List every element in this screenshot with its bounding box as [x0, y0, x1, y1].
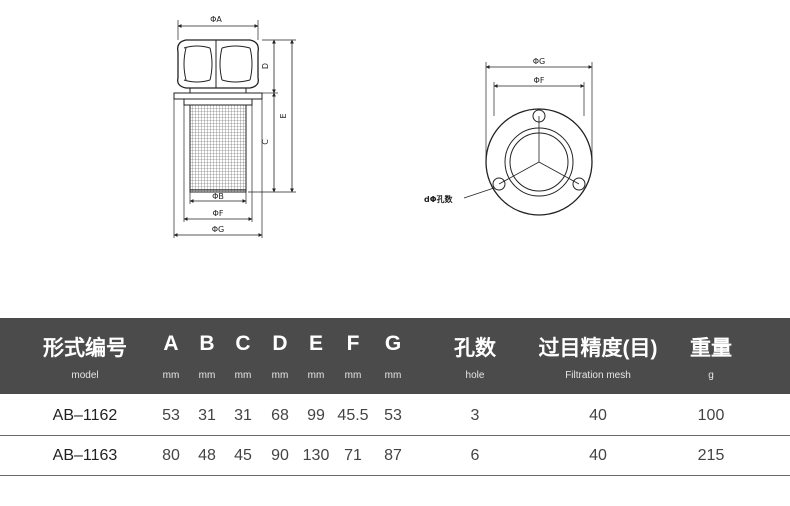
cell-a: 80 — [162, 447, 180, 464]
header-c: C — [235, 332, 251, 355]
header-weight: 重量 — [690, 337, 732, 360]
header-c-unit: mm — [234, 370, 252, 381]
header-e: E — [308, 332, 323, 355]
header-mesh-sub: Filtration mesh — [565, 370, 631, 381]
header-mesh: 过目精度(目) — [538, 337, 658, 360]
cell-hole: 3 — [470, 407, 480, 424]
label-phi-f-top: ΦF — [534, 76, 545, 85]
cell-model: AB–1163 — [52, 447, 118, 464]
header-b: B — [199, 332, 215, 355]
cell-b: 31 — [198, 407, 216, 424]
bolt-hole — [532, 109, 546, 123]
bolt-hole — [572, 177, 586, 191]
header-e-unit: mm — [307, 370, 325, 381]
table-header: 形式编号 model A mm B mm C mm D mm E mm F mm… — [0, 318, 790, 394]
flange — [173, 92, 263, 100]
mesh-body — [189, 104, 247, 193]
cell-weight: 215 — [697, 447, 725, 464]
header-d-unit: mm — [271, 370, 289, 381]
label-phi-g: ΦG — [212, 225, 225, 234]
cell-e: 130 — [302, 447, 330, 464]
label-e: E — [279, 113, 288, 118]
header-g-unit: mm — [384, 370, 402, 381]
cell-mesh: 40 — [589, 407, 607, 424]
cell-a: 53 — [162, 407, 180, 424]
label-phi-a: ΦA — [210, 15, 222, 24]
bolt-hole — [492, 177, 506, 191]
cell-hole: 6 — [470, 447, 480, 464]
cell-d: 90 — [271, 447, 289, 464]
cell-mesh: 40 — [589, 447, 607, 464]
cell-model: AB–1162 — [52, 407, 118, 424]
header-hole: 孔数 — [454, 337, 496, 360]
label-phi-b: ΦB — [212, 192, 224, 201]
cell-g: 53 — [384, 407, 402, 424]
cell-c: 45 — [234, 447, 252, 464]
header-f: F — [346, 332, 360, 355]
label-c: C — [261, 139, 270, 145]
cell-b: 48 — [198, 447, 216, 464]
side-view — [173, 20, 296, 238]
header-g: G — [384, 332, 402, 355]
hex-nut — [177, 39, 259, 89]
top-view — [463, 62, 593, 216]
header-a: A — [163, 332, 179, 355]
label-phi-f: ΦF — [213, 209, 224, 218]
cell-f: 71 — [344, 447, 362, 464]
header-model-sub: model — [71, 370, 99, 381]
table-row: AB–1162 53 31 31 68 99 45.5 53 3 40 100 — [0, 397, 790, 436]
header-weight-sub: g — [708, 370, 714, 381]
label-phi-g-top: ΦG — [533, 57, 546, 66]
cell-d: 68 — [271, 407, 289, 424]
header-hole-sub: hole — [465, 370, 485, 381]
table-row: AB–1163 80 48 45 90 130 71 87 6 40 215 — [0, 437, 790, 476]
cell-g: 87 — [384, 447, 402, 464]
row-divider — [0, 435, 790, 436]
cell-e: 99 — [307, 407, 325, 424]
label-hole-count: dΦ孔数 — [424, 194, 454, 204]
row-divider — [0, 475, 790, 476]
label-d: D — [261, 63, 270, 69]
cell-c: 31 — [234, 407, 252, 424]
header-d: D — [272, 332, 288, 355]
cell-f: 45.5 — [337, 407, 369, 424]
header-f-unit: mm — [344, 370, 362, 381]
header-a-unit: mm — [162, 370, 180, 381]
header-b-unit: mm — [198, 370, 216, 381]
technical-drawing: ΦA D C E ΦB ΦF ΦG ΦG ΦF dΦ孔数 — [173, 15, 593, 238]
cell-weight: 100 — [697, 407, 725, 424]
header-model: 形式编号 — [43, 337, 127, 360]
